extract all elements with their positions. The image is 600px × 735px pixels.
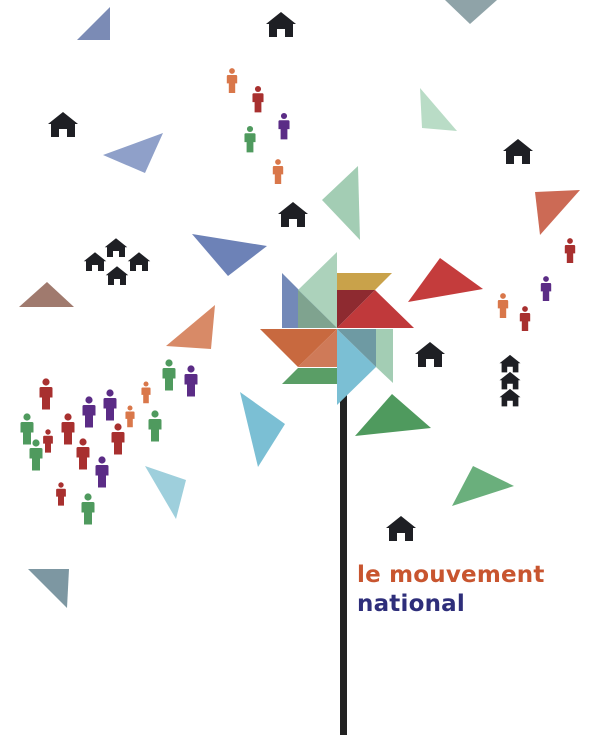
person-icon (184, 365, 198, 397)
brand-wordmark: le mouvement national (357, 561, 545, 619)
house-icon (104, 238, 128, 257)
house-icon (278, 202, 308, 227)
person-icon (39, 378, 53, 410)
triangle-shape (77, 7, 110, 40)
house-icon (499, 354, 521, 373)
triangle-shape (445, 0, 497, 24)
person-icon (125, 405, 135, 428)
triangle-shape (166, 305, 215, 349)
person-icon (103, 389, 117, 421)
person-icon (272, 159, 284, 184)
person-icon (141, 381, 151, 404)
person-icon (43, 429, 53, 453)
brand-line-1: le mouvement (357, 562, 545, 588)
person-icon (82, 396, 96, 428)
triangle-shape (192, 234, 267, 276)
triangle-shape (535, 190, 580, 235)
house-icon (105, 266, 129, 285)
triangle-shape (452, 466, 514, 506)
house-icon (499, 371, 521, 390)
house-icon (415, 342, 445, 367)
house-icon (503, 139, 533, 164)
person-icon (61, 413, 75, 445)
person-icon (278, 112, 290, 140)
house-icon (386, 516, 416, 541)
person-icon (111, 423, 125, 455)
house-icon (48, 112, 78, 137)
person-icon (244, 125, 256, 153)
person-icon (20, 413, 34, 445)
person-icon (540, 276, 552, 301)
triangle-shape (145, 466, 186, 519)
person-icon (81, 493, 95, 525)
house-icon (83, 252, 107, 271)
house-icon (127, 252, 151, 271)
pinwheel-icon (260, 252, 414, 405)
person-icon (252, 85, 264, 113)
person-icon (564, 238, 576, 263)
house-icon (499, 388, 521, 407)
triangle-shape (355, 394, 431, 436)
person-icon (497, 293, 509, 318)
person-icon (95, 456, 109, 488)
house-icon (266, 12, 296, 37)
person-icon (148, 410, 162, 442)
triangle-shape (19, 282, 74, 307)
pinwheel-pole (340, 370, 347, 735)
triangle-shape (322, 166, 360, 240)
triangle-shape (240, 392, 285, 467)
person-icon (519, 306, 531, 331)
person-icon (29, 439, 43, 471)
person-icon (56, 482, 66, 506)
triangle-shape (28, 569, 69, 608)
person-icon (76, 438, 90, 470)
triangle-shape (408, 258, 483, 302)
triangles (19, 0, 580, 608)
person-icon (226, 68, 238, 93)
brand-line-2: national (357, 591, 465, 617)
triangle-shape (420, 88, 457, 131)
triangle-shape (103, 133, 163, 173)
person-icon (162, 359, 176, 391)
